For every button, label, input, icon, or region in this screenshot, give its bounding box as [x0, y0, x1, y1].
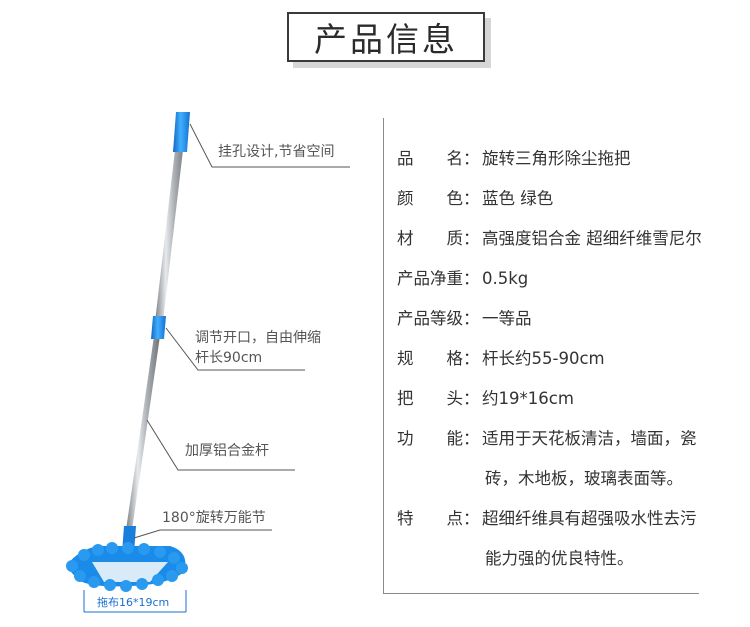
- spec-value: 约19*16cm: [482, 389, 574, 408]
- spec-row-grade: 产品等级：一等品: [397, 305, 532, 329]
- spec-row-weight: 产品净重：0.5kg: [397, 265, 528, 289]
- callout-adjust-line1: 调节开口，自由伸缩: [195, 330, 321, 346]
- spec-value: 超细纤维具有超强吸水性去污: [482, 509, 697, 528]
- callout-adjust-line2: 杆长90cm: [195, 350, 263, 366]
- spec-row-head: 把 头：约19*16cm: [397, 385, 574, 409]
- spec-value: 旋转三角形除尘拖把: [482, 149, 631, 168]
- leader-swivel: [133, 529, 272, 539]
- spec-key: 品 名：: [397, 149, 480, 168]
- callout-pole: 加厚铝合金杆: [185, 443, 269, 459]
- leader-pole: [146, 419, 295, 471]
- spec-row-material: 材 质：高强度铝合金 超细纤维雪尼尔: [397, 225, 702, 249]
- spec-key: 把 头：: [397, 389, 480, 408]
- title-frame: [287, 12, 485, 62]
- callout-swivel: 180°旋转万能节: [162, 510, 266, 526]
- lower-pole: [126, 336, 160, 530]
- spec-key: 功 能：: [397, 429, 480, 448]
- spec-divider-horizontal: [383, 593, 699, 594]
- spec-value: 杆长约55-90cm: [482, 349, 605, 368]
- page-title: 产品信息: [289, 14, 483, 60]
- spec-value: 0.5kg: [482, 269, 529, 288]
- handle-cap: [173, 112, 190, 152]
- spec-key: 产品净重：: [397, 269, 480, 288]
- size-bracket: [83, 590, 187, 613]
- mop-size-label: 拖布16*19cm: [97, 596, 170, 609]
- spec-key: 材 质：: [397, 229, 480, 248]
- spec-value: 一等品: [482, 309, 532, 328]
- spec-row-size: 规 格：杆长约55-90cm: [397, 345, 605, 369]
- upper-pole: [155, 124, 186, 322]
- spec-key: 产品等级：: [397, 309, 480, 328]
- spec-value: 适用于天花板清洁，墙面，瓷: [482, 429, 697, 448]
- leader-hang-hole: [189, 123, 350, 168]
- spec-row-color: 颜 色：蓝色 绿色: [397, 185, 553, 209]
- spec-row-function: 功 能：适用于天花板清洁，墙面，瓷: [397, 425, 697, 449]
- adjust-collar: [151, 316, 166, 339]
- spec-row-feature: 特 点：超细纤维具有超强吸水性去污: [397, 505, 697, 529]
- spec-key: 特 点：: [397, 509, 480, 528]
- spec-divider-vertical: [383, 118, 384, 594]
- spec-value: 蓝色 绿色: [482, 189, 554, 208]
- spec-feature-continued: 能力强的优良特性。: [485, 549, 634, 568]
- spec-key: 规 格：: [397, 349, 480, 368]
- spec-function-continued: 砖，木地板，玻璃表面等。: [485, 469, 683, 488]
- callout-hang-hole: 挂孔设计,节省空间: [218, 144, 335, 160]
- spec-key: 颜 色：: [397, 189, 480, 208]
- spec-row-name: 品 名：旋转三角形除尘拖把: [397, 145, 631, 169]
- spec-value: 高强度铝合金 超细纤维雪尼尔: [482, 229, 702, 248]
- leader-adjust: [165, 327, 305, 371]
